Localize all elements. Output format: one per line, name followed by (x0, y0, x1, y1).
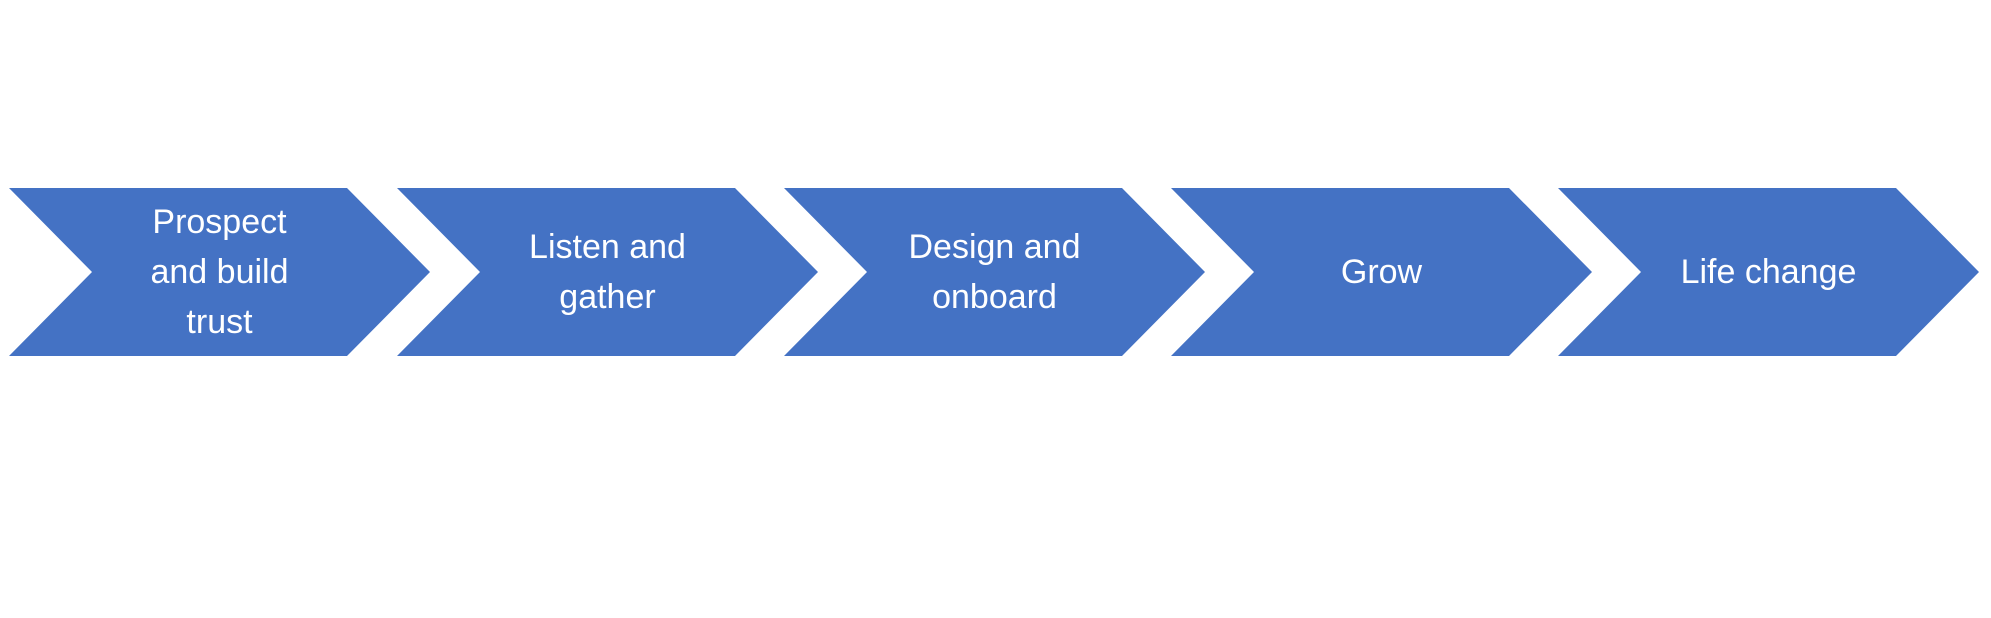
chevron-step-3: Design and onboard (784, 188, 1205, 356)
step-label: Listen and gather (529, 228, 686, 316)
chevron-shape (1558, 188, 1979, 356)
step-label: Design and onboard (908, 228, 1081, 316)
chevron-shape (784, 188, 1205, 356)
chevron-shape (1171, 188, 1592, 356)
chevron-shape (397, 188, 818, 356)
step-label: Life change (1680, 253, 1857, 291)
chevron-step-4: Grow (1171, 188, 1592, 356)
chevron-shape (9, 188, 430, 356)
step-label: Prospect and build trust (150, 203, 289, 341)
step-label: Grow (1340, 253, 1423, 291)
chevron-step-5: Life change (1558, 188, 1979, 356)
chevron-step-2: Listen and gather (397, 188, 818, 356)
chevron-step-1: Prospect and build trust (9, 188, 430, 356)
